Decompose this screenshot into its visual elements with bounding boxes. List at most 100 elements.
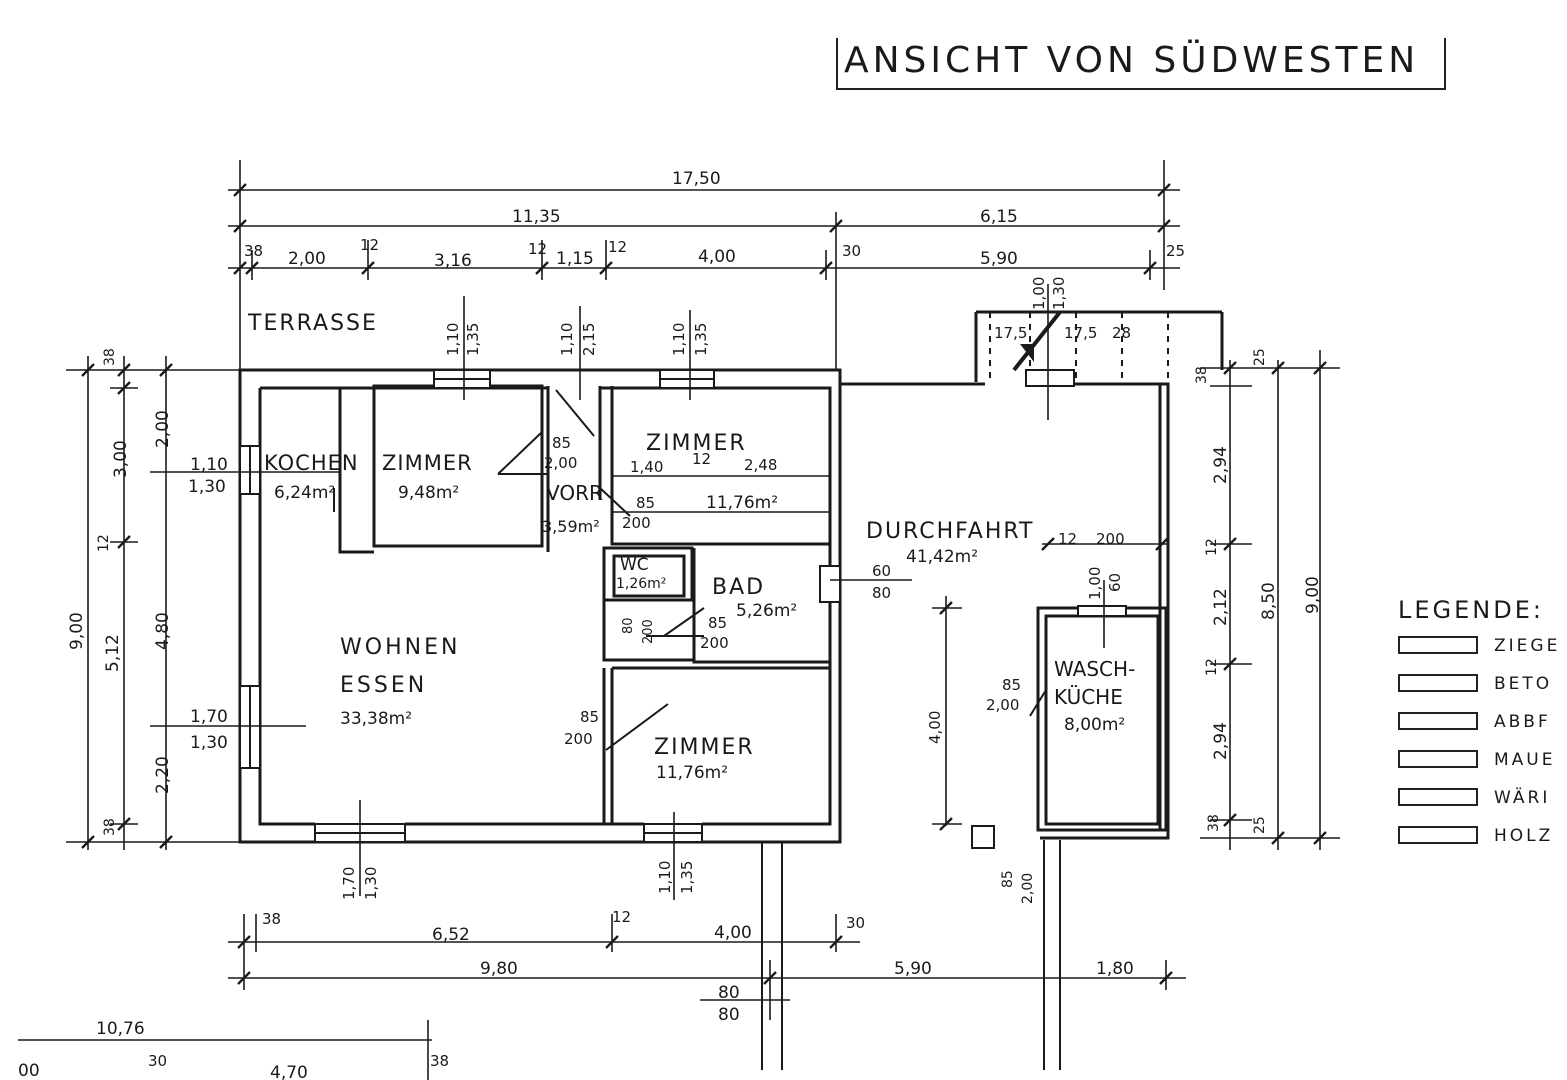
room-zimmer1-area: 9,48m² <box>398 483 459 503</box>
dim-stair1: 17,5 <box>994 324 1027 342</box>
dim-200: 2,00 <box>288 249 326 269</box>
dim-door-200a: 2,00 <box>544 454 577 472</box>
dim-stair2: 17,5 <box>1064 324 1097 342</box>
dim-right-25a: 25 <box>1252 348 1268 366</box>
room-wasch: WASCH- <box>1054 657 1135 681</box>
dim-stair3: 28 <box>1112 324 1131 342</box>
dim-door-85a: 85 <box>552 434 571 452</box>
legend-item: ZIEGE <box>1398 636 1567 658</box>
dim-bottom-180: 1,80 <box>1096 959 1134 979</box>
dim-right-25b: 25 <box>1252 816 1268 834</box>
dim-12-zimmer: 12 <box>692 450 711 468</box>
dim-248: 2,48 <box>744 456 777 474</box>
dim-bottom-652: 6,52 <box>432 925 470 945</box>
dim-window2-b: 2,15 <box>580 323 598 356</box>
room-durchfahrt: DURCHFAHRT <box>866 519 1035 544</box>
room-wohnen-area: 33,38m² <box>340 709 412 729</box>
dim-right-38a: 38 <box>1194 366 1210 384</box>
dim-left-300: 3,00 <box>111 440 131 478</box>
dim-316: 3,16 <box>434 251 472 271</box>
dim-bottom-window1-a: 1,70 <box>340 867 358 900</box>
dim-wasch-window-a: 1,00 <box>1086 567 1104 600</box>
room-bad-area: 5,26m² <box>736 601 797 621</box>
dim-bottom-38: 38 <box>262 910 281 928</box>
dim-window2-a: 1,10 <box>558 323 576 356</box>
dim-bottom-window1-b: 1,30 <box>362 867 380 900</box>
dim-door-85b: 85 <box>636 494 655 512</box>
dim-pillar-80b: 80 <box>718 1005 740 1025</box>
room-kuche: KÜCHE <box>1054 685 1123 709</box>
dim-door-200e: 200 <box>564 730 593 748</box>
room-kochen-area: 6,24m² <box>274 483 335 503</box>
dim-140: 1,40 <box>630 458 663 476</box>
dim-200c: 200 <box>641 619 656 644</box>
dim-door-85d: 85 <box>580 708 599 726</box>
room-durchfahrt-area: 41,42m² <box>906 547 978 567</box>
dim-window4-a: 1,00 <box>1030 277 1048 310</box>
room-vorr: VORR <box>546 481 603 505</box>
room-zimmer2: ZIMMER <box>646 431 747 456</box>
dim-right-38b: 38 <box>1206 814 1222 832</box>
dim-wohnen-window-b: 1,30 <box>190 733 228 753</box>
dim-entry-85: 85 <box>1000 870 1016 888</box>
dim-window3-b: 1,35 <box>692 323 710 356</box>
dim-bottom-400: 4,00 <box>714 923 752 943</box>
legend-label: MAUE <box>1494 750 1556 770</box>
dimension-labels: 17,50 11,35 6,15 38 2,00 12 3,16 12 1,15… <box>18 169 1323 1080</box>
legend-swatch <box>1398 788 1478 806</box>
room-vorr-area: 3,59m² <box>542 517 600 536</box>
dim-door-85c: 85 <box>708 614 727 632</box>
dim-left-480: 4,80 <box>153 612 173 650</box>
dim-12c: 12 <box>608 238 627 256</box>
room-bad: BAD <box>712 575 765 600</box>
dim-bottom-window2-a: 1,10 <box>656 861 674 894</box>
room-essen: ESSEN <box>340 673 427 698</box>
dim-bad-window-a: 60 <box>872 562 891 580</box>
dim-top-total: 17,50 <box>672 169 721 189</box>
dim-right-294b: 2,94 <box>1211 722 1231 760</box>
dim-window1-b: 1,35 <box>464 323 482 356</box>
room-wc-area: 1,26m² <box>616 576 666 592</box>
dim-right-12a: 12 <box>1204 538 1220 556</box>
legend: LEGENDE: ZIEGE BETO ABBF MAUE WÄRI HOLZ <box>1398 596 1567 856</box>
legend-swatch <box>1398 750 1478 768</box>
dim-window3-a: 1,10 <box>670 323 688 356</box>
legend-title: LEGENDE: <box>1398 596 1544 624</box>
legend-item: HOLZ <box>1398 826 1567 848</box>
drawing-title-frame: ANSICHT VON SÜDWESTEN <box>836 38 1446 90</box>
dim-window1-a: 1,10 <box>444 323 462 356</box>
dim-door-200d: 200 <box>700 634 729 652</box>
room-wasch-area: 8,00m² <box>1064 715 1125 735</box>
dim-25: 25 <box>1166 242 1185 260</box>
dim-30: 30 <box>842 242 861 260</box>
dim-right-294a: 2,94 <box>1211 446 1231 484</box>
legend-swatch <box>1398 712 1478 730</box>
room-zimmer1: ZIMMER <box>382 451 473 475</box>
room-zimmer3-area: 11,76m² <box>656 763 728 783</box>
legend-label: HOLZ <box>1494 826 1554 846</box>
dim-left-200: 2,00 <box>153 410 173 448</box>
dim-left-220: 2,20 <box>153 756 173 794</box>
dim-top-right: 6,15 <box>980 207 1018 227</box>
dim-right-12b: 12 <box>1204 658 1220 676</box>
dim-bottom-30: 30 <box>846 914 865 932</box>
dim-lower-1076: 10,76 <box>96 1019 145 1039</box>
dim-left-38b: 38 <box>102 818 118 836</box>
dim-wohnen-window-a: 1,70 <box>190 707 228 727</box>
dim-lower-30: 30 <box>148 1052 167 1070</box>
dim-durchfahrt-200: 200 <box>1096 530 1125 548</box>
room-wohnen: WOHNEN <box>340 635 460 660</box>
dim-right-212: 2,12 <box>1211 588 1231 626</box>
dim-left-38a: 38 <box>102 348 118 366</box>
dim-38: 38 <box>244 242 263 260</box>
dim-400: 4,00 <box>698 247 736 267</box>
legend-item: MAUE <box>1398 750 1567 772</box>
dim-left-900: 9,00 <box>67 612 87 650</box>
dim-bottom-590: 5,90 <box>894 959 932 979</box>
room-kochen: KOCHEN <box>264 451 359 475</box>
dim-lower-00: 00 <box>18 1061 40 1080</box>
dim-entry-200: 2,00 <box>1020 873 1036 904</box>
dim-right-850: 8,50 <box>1259 582 1279 620</box>
dim-wasch-door-85: 85 <box>1002 676 1021 694</box>
